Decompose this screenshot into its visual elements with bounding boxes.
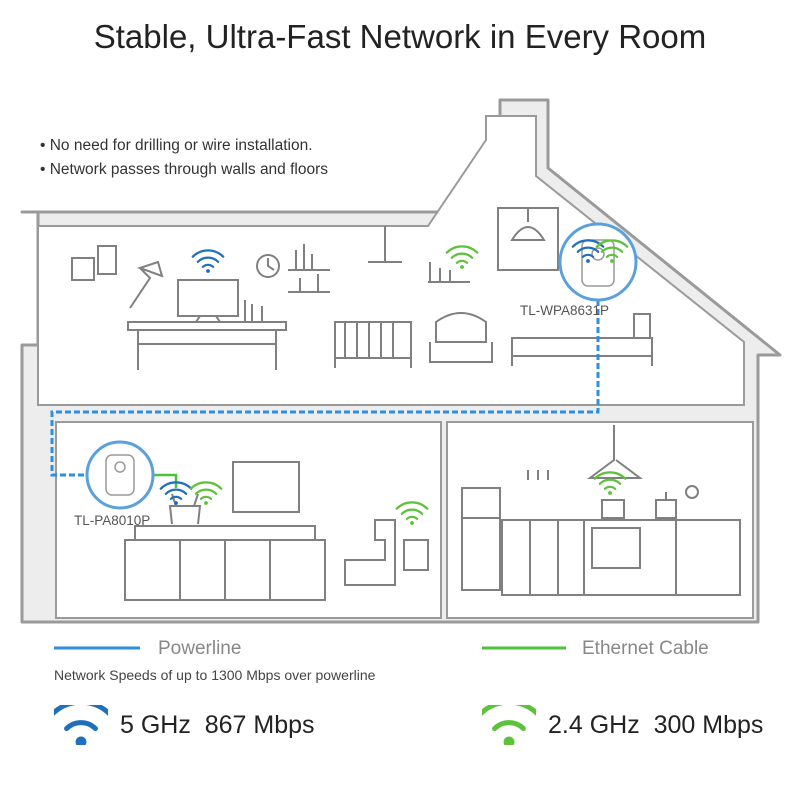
wifi-signal-icon — [159, 481, 193, 505]
bookshelf-icon — [288, 244, 330, 293]
sofa-icon — [124, 539, 326, 601]
armchair-icon — [429, 312, 493, 363]
legend-ethernet-label: Ethernet Cable — [582, 638, 709, 659]
wifi-24ghz-icon — [482, 705, 536, 745]
range-hood-icon — [587, 425, 643, 479]
oven-icon — [591, 527, 641, 569]
band-24ghz: 2.4 GHz 300 Mbps — [482, 705, 763, 745]
fridge-icon — [461, 487, 501, 591]
clock-icon — [256, 254, 280, 278]
band-5ghz-label: 5 GHz 867 Mbps — [120, 710, 315, 739]
wifi-signal-icon — [395, 501, 429, 525]
powerline-cable — [50, 300, 600, 477]
house-outline — [20, 98, 782, 624]
speed-note: Network Speeds of up to 1300 Mbps over p… — [54, 667, 376, 683]
wall-picture-icon — [71, 257, 95, 281]
feature-item: Network passes through walls and floors — [40, 158, 328, 182]
wifi-signal-icon — [593, 471, 627, 495]
shelf-icon — [428, 262, 470, 283]
page-title: Stable, Ultra-Fast Network in Every Room — [93, 18, 707, 55]
wifi-signal-icon — [595, 239, 629, 263]
band-5ghz: 5 GHz 867 Mbps — [54, 705, 315, 745]
desk-lamp-icon — [129, 260, 164, 309]
wifi-signal-icon — [191, 249, 225, 273]
upstairs-furniture — [71, 207, 653, 370]
wifi-signal-icon — [445, 245, 479, 269]
ethernet-cable — [152, 473, 178, 488]
wall-picture-icon — [97, 245, 117, 275]
wifi-5ghz-icon — [54, 705, 108, 745]
device-label-downstairs: TL-PA8010P — [74, 513, 150, 528]
feature-list: No need for drilling or wire installatio… — [40, 134, 328, 182]
device-label-upstairs: TL-WPA8631P — [520, 303, 609, 318]
tl-pa8010p-device: TL-PA8010P — [74, 440, 155, 528]
legend-powerline-label: Powerline — [158, 638, 242, 659]
tv-icon — [232, 461, 300, 513]
side-table-icon — [403, 539, 429, 571]
wifi-signal-icon — [189, 481, 223, 505]
chair-icon — [344, 519, 396, 586]
wall-outlet-icon — [685, 485, 699, 499]
monitor-icon — [177, 279, 239, 317]
kettle-icon — [655, 492, 677, 519]
pendant-lamp-icon — [510, 208, 546, 241]
crib-icon — [334, 321, 412, 359]
curtain-rod-icon — [368, 226, 402, 263]
band-24ghz-label: 2.4 GHz 300 Mbps — [548, 710, 764, 739]
kitchen-cabinets-icon — [501, 519, 741, 596]
router-icon — [168, 505, 202, 525]
feature-item: No need for drilling or wire installatio… — [40, 134, 328, 158]
wine-glasses-icon — [527, 470, 549, 480]
toaster-icon — [601, 499, 625, 519]
